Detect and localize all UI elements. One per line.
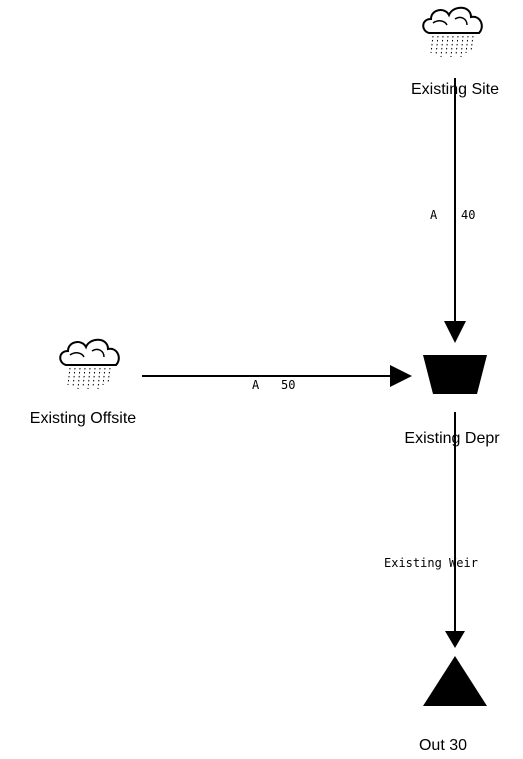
link-site-to-depr[interactable]: A 40 — [430, 78, 475, 343]
arrowhead-icon — [445, 631, 465, 648]
node-label-existing-depr: Existing Depr — [404, 430, 500, 447]
pond-icon — [423, 355, 487, 394]
arrowhead-icon — [390, 365, 412, 387]
node-label-out-30: Out 30 — [419, 737, 467, 754]
link-offsite-to-depr[interactable]: A 50 — [142, 365, 412, 392]
outfall-triangle-icon — [423, 656, 487, 706]
link-label-value: 50 — [281, 378, 295, 392]
node-existing-offsite[interactable]: Existing Offsite — [30, 338, 137, 427]
node-label-existing-offsite: Existing Offsite — [30, 410, 137, 427]
arrowhead-icon — [444, 321, 466, 343]
link-label-a: A — [252, 378, 260, 392]
link-label-value: 40 — [461, 208, 475, 222]
link-depr-to-out[interactable]: Existing Weir — [384, 412, 478, 648]
rain-cloud-icon — [59, 338, 120, 390]
link-label-a: A — [430, 208, 438, 222]
node-existing-depr[interactable]: Existing Depr — [404, 355, 500, 447]
rain-cloud-icon — [422, 6, 483, 58]
node-out-30[interactable]: Out 30 — [419, 656, 487, 754]
link-label-weir: Existing Weir — [384, 556, 478, 570]
